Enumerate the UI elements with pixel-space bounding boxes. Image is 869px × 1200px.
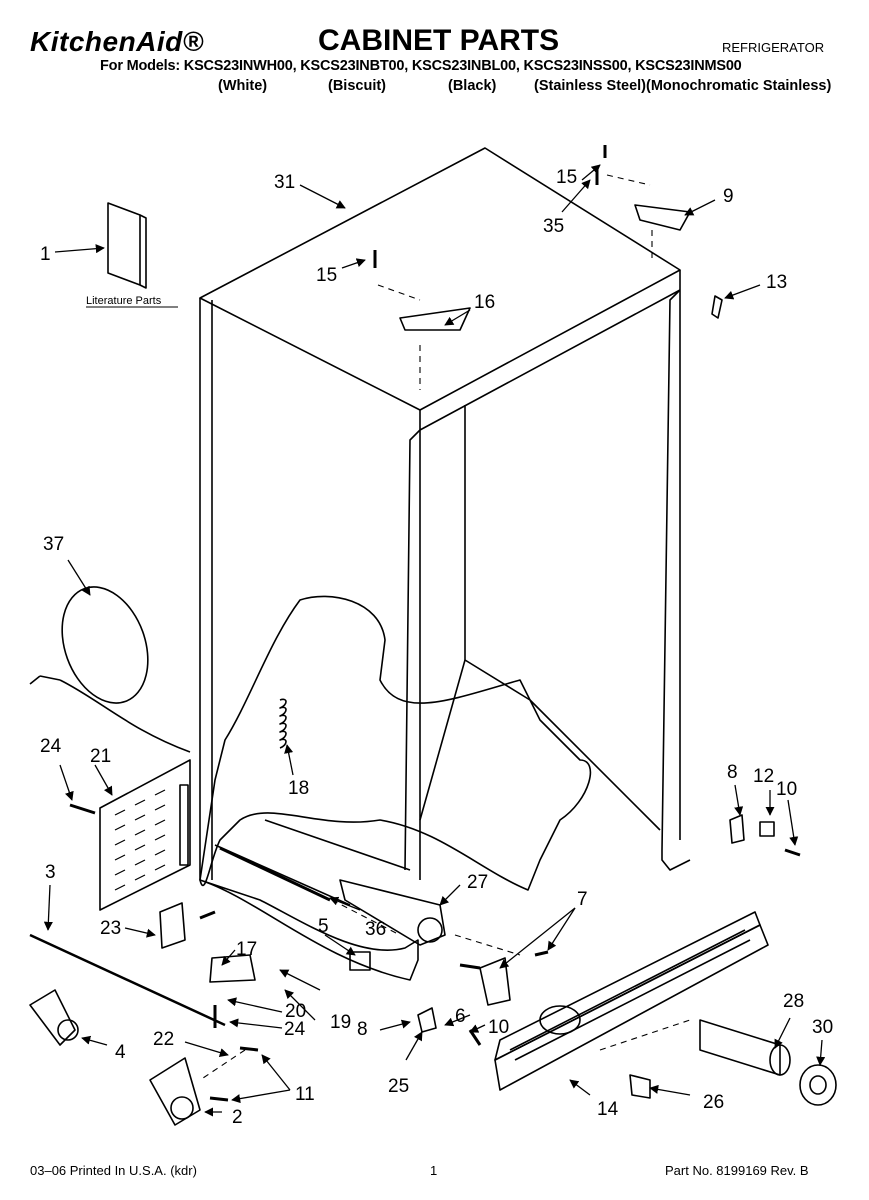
callout-10-lower: 10 [488,1017,509,1038]
filter-cap [799,1064,837,1106]
roller-assembly-left [29,989,79,1046]
literature-parts-label: Literature Parts [86,295,162,307]
page-title: CABINET PARTS [318,24,560,57]
cabinet-shell [199,147,681,880]
small-hardware [69,145,801,1102]
rear-access-panel [99,759,191,911]
callout-31: 31 [274,172,295,193]
callout-10-right: 10 [776,779,797,800]
models-line: For Models: KSCS23INWH00, KSCS23INBT00, … [100,58,742,74]
callout-18: 18 [288,778,309,799]
base-panel [199,879,419,981]
appliance-category: REFRIGERATOR [722,40,825,55]
callout-37: 37 [43,534,64,555]
variant-biscuit: (Biscuit) [328,78,386,94]
callout-11: 11 [295,1084,315,1105]
variant-white: (White) [218,78,268,94]
water-filter [699,1019,791,1076]
callout-5: 5 [318,916,329,937]
callout-20: 20 [285,1001,306,1022]
callout-3: 3 [45,862,56,883]
callout-25: 25 [388,1076,409,1097]
callout-26: 26 [703,1092,724,1113]
hinge-bracket [339,879,446,946]
callout-21: 21 [90,746,111,767]
print-info: 03–06 Printed In U.S.A. (kdr) [30,1163,197,1178]
callout-8-lower: 8 [357,1019,368,1040]
callout-30: 30 [812,1017,833,1038]
variant-black: (Black) [448,78,497,94]
callout-4: 4 [115,1042,126,1063]
callout-2: 2 [232,1107,243,1128]
roller-assembly-front [149,1057,201,1126]
variant-stainless: (Stainless Steel)(Monochromatic Stainles… [534,78,832,94]
literature-booklet [107,202,147,289]
callout-7: 7 [577,889,588,910]
cutaway-liner [199,595,592,891]
power-cord [29,586,191,753]
callout-17: 17 [236,939,257,960]
callout-6: 6 [455,1006,466,1027]
callout-15-left: 15 [316,265,337,286]
callout-36: 36 [365,919,386,940]
callout-9: 9 [723,186,734,207]
callout-27: 27 [467,872,488,893]
callout-14: 14 [597,1099,619,1120]
callout-24-left: 24 [40,736,62,757]
callout-23: 23 [100,918,121,939]
callout-35: 35 [543,216,564,237]
spring-part [279,698,287,749]
callout-28: 28 [783,991,804,1012]
callout-24-lower: 24 [284,1019,306,1040]
callout-22: 22 [153,1029,174,1050]
page-number: 1 [430,1163,438,1178]
callout-labels: 1 2 3 4 5 6 7 8 8 9 10 10 11 12 13 14 15… [40,167,833,1128]
callout-15-right: 15 [556,167,577,188]
callout-19: 19 [330,1012,351,1033]
callout-12: 12 [753,766,774,787]
callout-8-right: 8 [727,762,738,783]
callout-1: 1 [40,244,51,265]
callout-13: 13 [766,272,787,293]
callout-16: 16 [474,292,495,313]
part-number: Part No. 8199169 Rev. B [665,1163,809,1178]
base-grille [494,911,769,1091]
brand-logo: KitchenAid® [30,26,204,57]
